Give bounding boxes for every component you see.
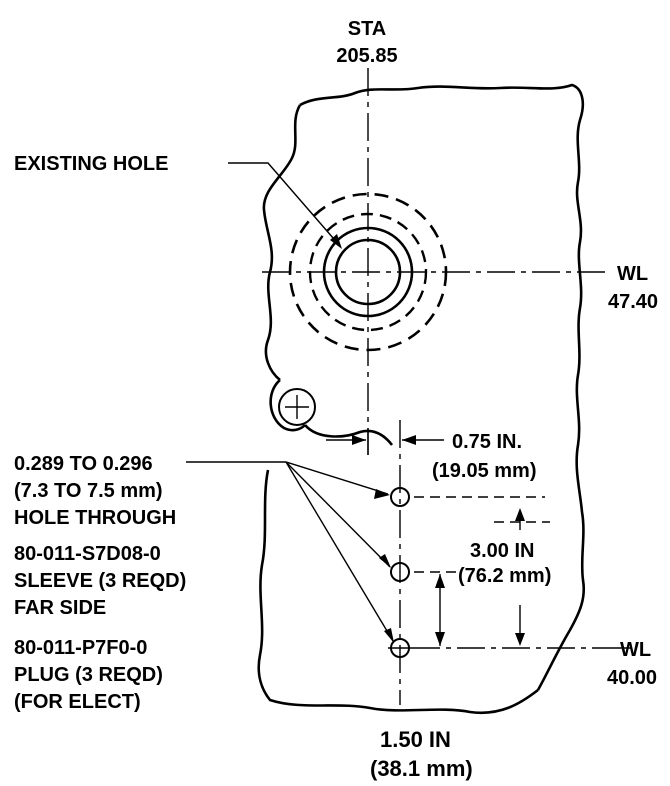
plug-note-line2: PLUG (3 REQD): [14, 664, 163, 686]
sleeve-note-leader: [285, 461, 391, 568]
wl-lower-label: WL: [620, 639, 651, 661]
dim-075-mm: (19.05 mm): [432, 460, 537, 482]
dim-300-mm: (76.2 mm): [458, 565, 551, 587]
panel-lower-left-edge: [257, 469, 539, 715]
sta-label: STA: [348, 18, 387, 40]
new-hole-2: [390, 562, 410, 582]
sta-value: 205.85: [336, 45, 397, 67]
sleeve-note-line1: 80-011-S7D08-0: [14, 543, 161, 565]
fastener-bulge: [269, 379, 306, 432]
dim-150-mm: (38.1 mm): [370, 756, 473, 781]
plug-note-line3: (FOR ELECT): [14, 691, 141, 713]
panel-bottom-edge: [304, 424, 394, 446]
plug-note-line1: 80-011-P7F0-0: [14, 637, 147, 659]
sleeve-note-line3: FAR SIDE: [14, 597, 106, 619]
dim-300-inches: 3.00 IN: [470, 540, 534, 562]
hole-note-line3: HOLE THROUGH: [14, 507, 176, 529]
wl-upper-label: WL: [617, 263, 648, 285]
dim-075-inches: 0.75 IN.: [452, 431, 522, 453]
wl-upper-value: 47.40: [608, 291, 658, 313]
dim-150-inches: 1.50 IN: [380, 727, 451, 752]
hole-note-line2: (7.3 TO 7.5 mm): [14, 480, 163, 502]
new-hole-1: [390, 487, 410, 507]
plug-note-leader: [285, 461, 394, 642]
hole-note-line1: 0.289 TO 0.296: [14, 453, 153, 475]
hole-note-leader: [186, 461, 389, 495]
wl-lower-value: 40.00: [607, 667, 657, 689]
fastener-circle: [278, 388, 316, 426]
sleeve-note-line2: SLEEVE (3 REQD): [14, 570, 186, 592]
existing-hole-label: EXISTING HOLE: [14, 153, 168, 175]
existing-hole-leader: [228, 162, 341, 247]
panel-outline: [262, 83, 586, 691]
